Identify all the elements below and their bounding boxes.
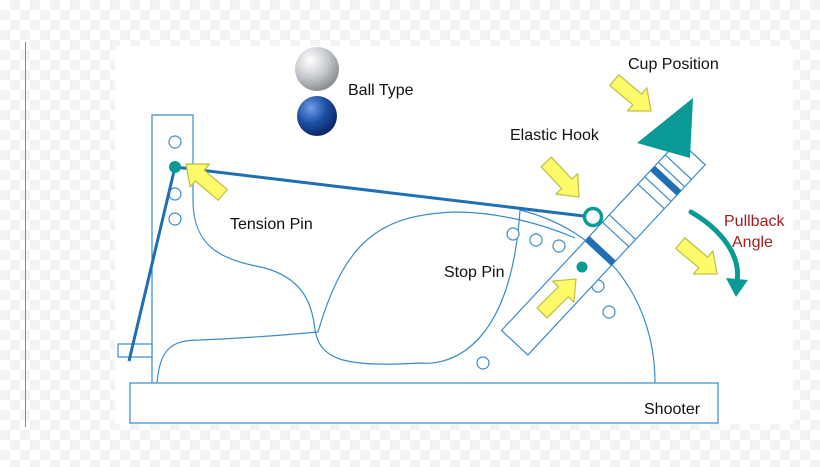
tension-pin-arrow-icon (175, 151, 234, 207)
launch-arm[interactable] (500, 139, 707, 356)
left-tab (117, 343, 153, 358)
arm-band (584, 236, 616, 266)
elastic-hook-label: Elastic Hook (510, 127, 600, 144)
cup-position-arrow-icon (603, 68, 662, 124)
tension-pin[interactable] (169, 161, 181, 173)
post-hole (168, 135, 182, 149)
stop-pin[interactable] (576, 261, 588, 273)
left-divider-line (25, 42, 26, 427)
pullback-arrow-icon (669, 231, 728, 287)
pullback-curve-arrow-icon (688, 209, 741, 284)
ball-type-label: Ball Type (348, 82, 414, 99)
arm-band (650, 165, 682, 196)
elastic-hook-arrow-icon (534, 151, 591, 208)
cup[interactable] (637, 98, 693, 158)
post-hole (168, 212, 182, 226)
quadrant-inner-curve (156, 211, 576, 384)
stop-pin-hole (476, 356, 490, 370)
cup-position-label: Cup Position (628, 56, 719, 73)
pullback-label: Pullback (724, 213, 785, 230)
stop-pin-hole (602, 305, 616, 319)
blue-ball[interactable] (297, 96, 337, 136)
stop-pin-hole (552, 239, 566, 253)
shooter-label: Shooter (644, 401, 701, 418)
elastic-hook[interactable] (582, 206, 604, 228)
pullback-arrowhead-icon (726, 278, 748, 297)
stop-pin-hole (506, 227, 520, 241)
angle-label: Angle (732, 234, 773, 251)
stop-pin-hole (529, 233, 543, 247)
shooter-base (129, 382, 719, 424)
silver-ball[interactable] (295, 47, 339, 91)
quadrant-frame (151, 114, 656, 384)
tension-pin-label: Tension Pin (230, 216, 313, 233)
stop-pin-label: Stop Pin (444, 264, 504, 281)
